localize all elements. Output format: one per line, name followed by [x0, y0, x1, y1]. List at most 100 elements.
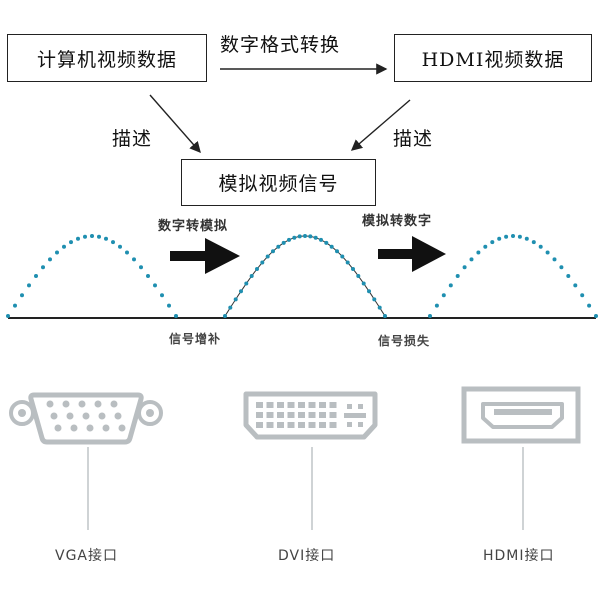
wave-right-dot	[448, 283, 453, 288]
wave-middle-dot	[260, 260, 265, 265]
wave-middle-dot	[244, 281, 249, 286]
wave-right-dot	[566, 274, 571, 278]
vga-pin	[82, 412, 90, 420]
dvi-pin	[298, 412, 305, 418]
wave-left-dot	[146, 274, 150, 278]
wave-left-dot	[83, 234, 87, 239]
vga-pin	[114, 412, 122, 420]
wave-middle-dot	[303, 234, 307, 238]
wave-right-dot	[524, 236, 529, 241]
wave-middle-dot	[276, 244, 281, 249]
wave-middle-dot	[335, 249, 339, 254]
wave-middle-dot	[255, 267, 259, 271]
vga-pin	[62, 400, 70, 408]
dvi-pin	[277, 412, 284, 418]
analog-video-label: 模拟视频信号	[218, 173, 339, 195]
vga-pin	[118, 424, 126, 432]
wave-right-dot	[559, 265, 564, 270]
wave-right-dot	[511, 234, 515, 238]
wave-left-dot	[13, 303, 17, 308]
wave-right-dot	[462, 265, 467, 270]
gain-label: 信号增补	[169, 332, 222, 346]
describe-right-arrow	[350, 99, 411, 151]
dvi-pin	[319, 412, 326, 418]
wave-left-dot	[97, 234, 101, 239]
vga-pin	[50, 412, 58, 420]
wave-middle-dot	[383, 314, 387, 318]
wave-left-dot	[104, 236, 108, 241]
describe-left-label: 描述	[112, 128, 153, 150]
wave-middle-dot	[233, 297, 238, 302]
wave-middle-dot	[319, 237, 323, 242]
d2a-label: 数字转模拟	[158, 219, 229, 234]
vga-port-icon	[9, 392, 163, 445]
dvi-pin	[287, 412, 295, 418]
wave-middle-dot	[292, 235, 297, 240]
dvi-pin	[329, 422, 337, 428]
dvi-pin	[298, 402, 305, 408]
wave-right-dot	[517, 234, 522, 239]
wave-right-dot	[531, 240, 536, 245]
wave-right-dot	[497, 236, 502, 241]
analog-video-box: 模拟视频信号	[181, 159, 376, 206]
wave-left-dot	[111, 240, 115, 245]
d2a-arrow	[170, 238, 240, 274]
a2d-label: 模拟转数字	[362, 214, 433, 229]
wave-middle-line	[224, 235, 386, 317]
vga-pin	[46, 400, 54, 408]
wave-left-dot	[118, 244, 122, 249]
wave-left-dot	[160, 293, 164, 298]
dvi-pin	[308, 402, 316, 408]
dvi-pin	[319, 402, 326, 408]
dvi-pin	[266, 422, 274, 428]
wave-middle-dot	[324, 240, 329, 245]
wave-middle-dot	[228, 305, 233, 310]
wave-middle-dot	[340, 254, 345, 259]
wave-middle-dot	[271, 249, 275, 254]
vga-pin	[86, 424, 94, 432]
wave-left-dot	[55, 250, 59, 255]
computer-video-label: 计算机视频数据	[36, 48, 177, 71]
wave-middle-dot	[223, 314, 227, 318]
signal-waves	[6, 234, 598, 318]
vga-pin	[66, 412, 74, 420]
vga-pin	[94, 400, 102, 408]
wave-left-dot	[125, 250, 129, 255]
wave-middle-dot	[297, 234, 302, 239]
wave-left-dot	[174, 314, 178, 318]
wave-right-dot	[455, 274, 460, 278]
wave-middle-dot	[308, 234, 313, 239]
wave-middle-dot	[287, 237, 291, 242]
wave-left-dot	[139, 265, 143, 270]
hdmi-video-box: HDMI视频数据	[394, 34, 592, 82]
dvi-pin	[277, 402, 284, 408]
wave-middle-dot	[265, 254, 270, 259]
loss-label: 信号损失	[378, 334, 431, 348]
wave-right-dot	[490, 240, 495, 245]
wave-right-dot	[483, 244, 488, 249]
wave-right-dot	[552, 257, 557, 262]
dvi-pin	[319, 422, 326, 428]
wave-left-dot	[153, 283, 157, 288]
dvi-pin	[329, 402, 337, 408]
wave-right-dot	[580, 293, 585, 298]
vga-pin	[110, 400, 118, 408]
wave-right-dot	[545, 250, 550, 255]
wave-left-dot	[34, 274, 38, 278]
wave-right-dot	[594, 314, 598, 318]
wave-right-dot	[573, 283, 578, 288]
vga-pin	[98, 412, 106, 420]
vga-pin	[54, 424, 62, 432]
dvi-pin	[256, 402, 263, 408]
dvi-pin	[256, 412, 263, 418]
dvi-port-icon	[243, 391, 378, 440]
describe-left-arrow	[149, 94, 201, 154]
wave-left-dot	[69, 240, 73, 245]
wave-left-dot	[41, 265, 45, 270]
dvi-pin	[329, 412, 337, 418]
wave-left-dot	[132, 257, 136, 262]
computer-video-box: 计算机视频数据	[7, 34, 207, 82]
convert-label: 数字格式转换	[220, 34, 341, 56]
wave-middle-dot	[345, 260, 350, 265]
